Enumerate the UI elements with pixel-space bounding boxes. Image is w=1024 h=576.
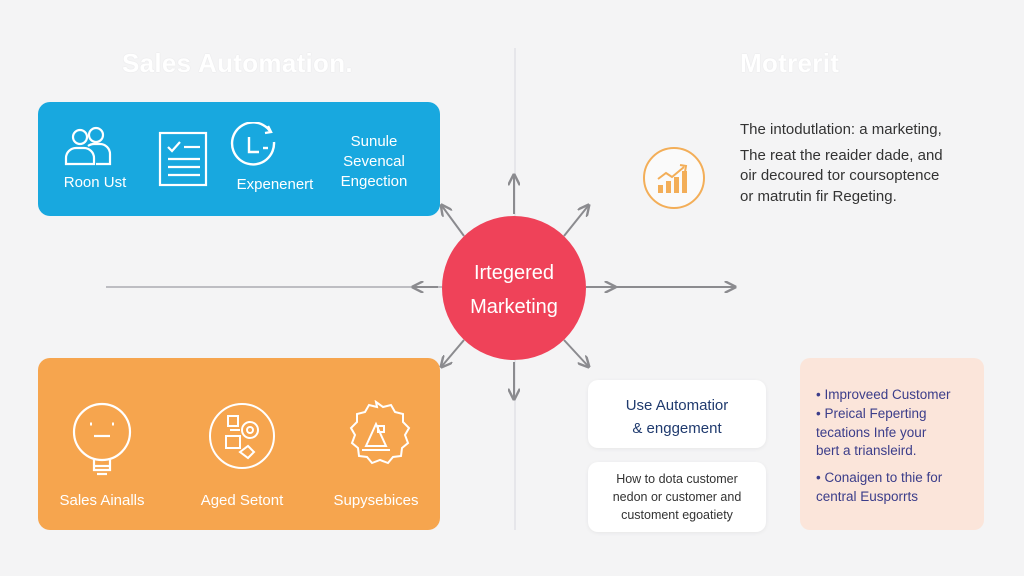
blue-item-3: Expenenert	[230, 122, 320, 193]
arrow-downright	[563, 339, 588, 366]
blue-stack-text: Sunule Sevencal Engection	[334, 132, 414, 192]
benefit-line-6: central Eusporrts	[816, 489, 919, 504]
clock-icon	[230, 122, 320, 172]
hub-line-2: Marketing	[470, 296, 558, 318]
benefit-line-4: bert a triansleird.	[816, 443, 917, 458]
benefit-line-5: • Conaigen to thie for	[816, 470, 943, 485]
arrow-upright	[563, 206, 588, 237]
orange-item-2-label: Aged Setont	[200, 492, 284, 509]
intro-line-1: The intodutlation: a marketing,	[740, 121, 942, 138]
users-icon	[58, 124, 132, 166]
blue-item-2	[158, 131, 210, 187]
intro-line-2: The reat the reaider dade, and	[740, 147, 943, 164]
stack-line-3: Engection	[340, 173, 408, 190]
orange-item-3: Supysebices	[316, 400, 436, 509]
blue-item-1: Roon Ust	[58, 124, 132, 191]
blue-item-3-label: Expenenert	[236, 176, 314, 193]
orange-item-1-label: Sales Ainalls	[59, 492, 145, 509]
arrow-downleft	[442, 339, 465, 366]
orange-item-3-label: Supysebices	[333, 492, 419, 509]
automation-card-line-1: Use Automatior	[625, 397, 729, 414]
benefit-line-3: tecations Infe your	[816, 425, 927, 440]
howto-card-line-1: How to dota customer	[616, 472, 738, 486]
left-title: Sales Automation.	[122, 48, 353, 78]
orange-item-1: Sales Ainalls	[42, 400, 162, 509]
arrow-upleft	[442, 206, 465, 237]
stack-line-2: Sevencal	[343, 153, 405, 170]
orange-item-2: Aged Setont	[182, 400, 302, 509]
benefit-line-1: • Improveed Customer	[816, 387, 951, 402]
benefit-line-2: • Preical Feperting	[816, 406, 927, 421]
howto-card: How to dota customer nedon or customer a…	[588, 462, 766, 532]
automation-card-line-2: & enggement	[632, 420, 722, 437]
badge-icon	[316, 400, 436, 480]
gears-icon	[182, 400, 302, 480]
automation-card: Use Automatior & enggement	[588, 380, 766, 448]
howto-card-line-2: nedon or customer and	[612, 490, 742, 504]
benefits-panel: • Improveed Customer • Preical Feperting…	[800, 358, 984, 530]
intro-line-3: oir decoured tor coursoptence	[740, 167, 940, 184]
checklist-icon	[158, 131, 210, 187]
growth-chart-icon	[643, 147, 705, 209]
hub-line-1: Irtegered	[473, 262, 555, 284]
blue-item-1-label: Roon Ust	[63, 174, 127, 191]
intro-line-4: or matrutin fir Regeting.	[740, 188, 897, 205]
stack-line-1: Sunule	[350, 133, 398, 150]
lightbulb-icon	[42, 400, 162, 480]
howto-card-line-3: customent egoatiety	[621, 508, 733, 522]
right-title: Motrerit	[740, 48, 840, 78]
integrated-marketing-hub: Irtegered Marketing	[442, 216, 586, 360]
